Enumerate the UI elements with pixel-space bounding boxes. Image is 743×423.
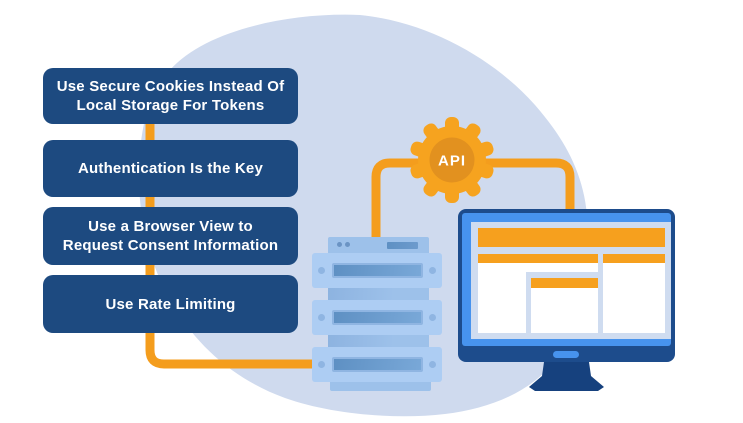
server-unit bbox=[312, 300, 442, 335]
panel-title-bar bbox=[603, 254, 665, 263]
practice-box-label: Use Secure Cookies Instead Of Local Stor… bbox=[56, 78, 285, 114]
server-led-icon bbox=[345, 242, 350, 247]
server-drive-slot bbox=[332, 310, 423, 325]
panel-title-bar bbox=[531, 278, 598, 288]
api-label: API bbox=[438, 153, 466, 170]
practice-box-label: Use Rate Limiting bbox=[105, 295, 236, 313]
monitor-illustration bbox=[458, 209, 675, 362]
browser-header-bar bbox=[478, 228, 665, 247]
practice-box-browser-view: Use a Browser View to Request Consent In… bbox=[43, 207, 298, 265]
browser-screen bbox=[471, 222, 671, 339]
practice-box-label: Use a Browser View to Request Consent In… bbox=[62, 218, 279, 254]
monitor-stand bbox=[529, 362, 604, 391]
server-unit bbox=[312, 347, 442, 382]
monitor-power-pill bbox=[553, 351, 579, 358]
api-gear-icon: API bbox=[410, 117, 494, 203]
panel-title-bar bbox=[478, 254, 598, 263]
gear-hub bbox=[429, 137, 475, 183]
connector-line-boxes-to-server bbox=[145, 100, 336, 369]
server-screw-icon bbox=[318, 361, 325, 368]
server-vent bbox=[387, 242, 418, 249]
server-drive-slot bbox=[332, 263, 423, 278]
browser-sub-window bbox=[526, 272, 598, 333]
server-screw-icon bbox=[429, 314, 436, 321]
server-led-icon bbox=[337, 242, 342, 247]
server-stack-illustration bbox=[312, 237, 442, 391]
server-top-panel bbox=[328, 237, 429, 253]
server-screw-icon bbox=[429, 267, 436, 274]
server-screw-icon bbox=[318, 314, 325, 321]
monitor-glass-border bbox=[462, 213, 671, 346]
server-unit-connector bbox=[328, 288, 429, 300]
server-screw-icon bbox=[429, 361, 436, 368]
server-unit bbox=[312, 253, 442, 288]
browser-right-panel bbox=[603, 254, 665, 333]
server-screw-icon bbox=[318, 267, 325, 274]
practice-box-rate-limiting: Use Rate Limiting bbox=[43, 275, 298, 333]
practice-box-authentication: Authentication Is the Key bbox=[43, 140, 298, 197]
server-drive-slot bbox=[332, 357, 423, 372]
server-unit-connector bbox=[328, 335, 429, 347]
practice-box-label: Authentication Is the Key bbox=[77, 160, 264, 177]
practice-box-secure-cookies: Use Secure Cookies Instead Of Local Stor… bbox=[43, 68, 298, 124]
server-base bbox=[330, 382, 431, 391]
